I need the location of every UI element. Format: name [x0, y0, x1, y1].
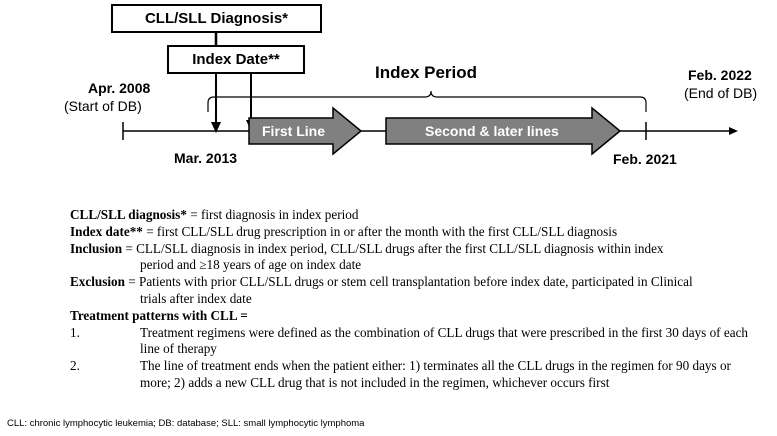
abbreviations-footnote: CLL: chronic lymphocytic leukemia; DB: d… — [7, 418, 365, 429]
def-inclusion: Inclusion = CLL/SLL diagnosis in index p… — [70, 240, 664, 256]
index-date-box: Index Date** — [167, 45, 305, 74]
start-date-label: Apr. 2008 — [88, 80, 151, 96]
list-item-2: 2.The line of treatment ends when the pa… — [70, 358, 731, 390]
def-index-date: Index date** = first CLL/SLL drug prescr… — [70, 223, 618, 239]
first-line-arrow — [248, 106, 363, 156]
def-treatment-patterns: Treatment patterns with CLL = — [70, 307, 248, 323]
second-line-arrow — [385, 106, 622, 156]
def-exclusion-cont: trials after index date — [140, 290, 252, 306]
first-line-label: First Line — [262, 123, 326, 139]
def-diagnosis: CLL/SLL diagnosis* = first diagnosis in … — [70, 207, 359, 222]
list-item-1: 1.Treatment regimens were defined as the… — [70, 324, 749, 357]
index-period-label: Index Period — [375, 63, 478, 82]
feb2021-label: Feb. 2021 — [613, 151, 677, 167]
timeline-arrowhead — [729, 127, 738, 135]
end-date-label: Feb. 2022 — [688, 67, 752, 83]
definitions-text: CLL/SLL diagnosis* = first diagnosis in … — [70, 207, 750, 392]
end-sub-label: (End of DB) — [684, 85, 758, 101]
index-period-bracket — [207, 90, 647, 112]
diagnosis-arrow-head — [211, 122, 221, 133]
second-line-label: Second & later lines — [425, 123, 559, 139]
def-exclusion: Exclusion = Patients with prior CLL/SLL … — [70, 274, 693, 290]
def-inclusion-cont: period and ≥18 years of age on index dat… — [140, 257, 362, 273]
start-sub-label: (Start of DB) — [64, 98, 142, 114]
mar2013-label: Mar. 2013 — [174, 150, 238, 166]
diagnosis-box: CLL/SLL Diagnosis* — [111, 4, 322, 33]
